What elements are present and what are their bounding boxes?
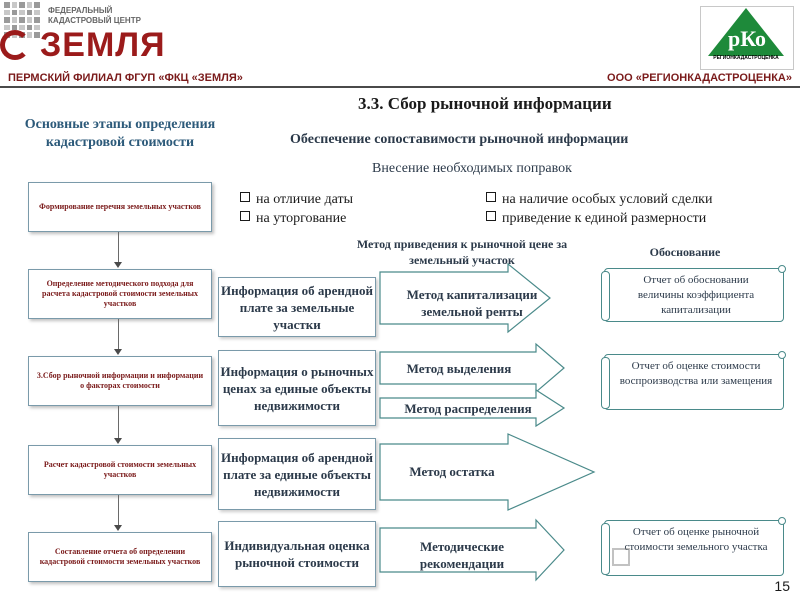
page-number: 15 (774, 578, 790, 594)
report-scroll: Отчет об обосновании величины коэффициен… (601, 265, 786, 322)
adjustments-heading: Внесение необходимых поправок (372, 161, 572, 176)
down-arrow-icon (114, 349, 122, 355)
down-arrow-icon (114, 438, 122, 444)
rko-logo-text: рКо (727, 26, 767, 51)
stages-heading: Основные этапы определения кадастровой с… (24, 117, 216, 150)
step-box: Формирование перечня земельных участков (28, 182, 212, 232)
bullet-item: приведение к единой размерности (486, 211, 706, 227)
method-arrow-shape (379, 518, 565, 582)
fkc-logo-ring-icon (0, 30, 30, 60)
method-arrow-shape (379, 342, 565, 394)
right-organization: ООО «РЕГИОНКАДАСТРОЦЕНКА» (607, 72, 792, 84)
method-arrow-shape (379, 433, 596, 511)
info-box: Информация о рыночных ценах за единые об… (218, 350, 376, 426)
method-label: Метод выделения (406, 361, 512, 376)
rko-logo-caption: РЕГИОНКАДАСТРОЦЕНКА (713, 55, 779, 61)
step-box: Составление отчета об определении кадаст… (28, 532, 212, 582)
rko-triangle-icon (708, 8, 784, 56)
step-connector (118, 495, 119, 527)
down-arrow-icon (114, 525, 122, 531)
bullet-item: на уторгование (240, 211, 346, 227)
report-scroll: Отчет об оценке рыночной стоимости земел… (601, 517, 786, 576)
method-label: Методические рекомендации (419, 539, 505, 571)
checkbox-bullet-icon (240, 211, 250, 221)
step-connector (118, 232, 119, 264)
header-divider (0, 86, 800, 88)
step-connector (118, 319, 119, 351)
info-box: Информация об арендной плате за земельны… (218, 277, 376, 337)
step-box-current: 3.Сбор рыночной информации и информации … (28, 356, 212, 406)
info-box: Информация об арендной плате за единые о… (218, 438, 376, 510)
bullet-item: на отличие даты (240, 192, 353, 208)
method-label: Метод остатка (409, 464, 495, 479)
method-column-header: Метод приведения к рыночной цене за земе… (356, 237, 568, 267)
bullet-item: на наличие особых условий сделки (486, 192, 712, 208)
justification-column-header: Обоснование (649, 245, 721, 259)
fkc-logo-wordmark: ЗЕМЛЯ (40, 26, 166, 64)
fkc-logo-grid-icon (4, 2, 40, 38)
step-box: Расчет кадастровой стоимости земельных у… (28, 445, 212, 495)
report-scroll: Отчет об оценке стоимости воспроизводств… (601, 351, 786, 410)
step-connector (118, 406, 119, 440)
watermark-icon (612, 548, 630, 566)
method-label: Метод капитализации земельной ренты (406, 287, 538, 319)
method-arrow-shape (379, 388, 566, 428)
slide-title: 3.3. Сбор рыночной информации (358, 94, 612, 113)
comparability-heading: Обеспечение сопоставимости рыночной инфо… (290, 132, 629, 147)
down-arrow-icon (114, 262, 122, 268)
left-organization: ПЕРМСКИЙ ФИЛИАЛ ФГУП «ФКЦ «ЗЕМЛЯ» (8, 72, 243, 84)
method-arrows (379, 262, 596, 582)
checkbox-bullet-icon (240, 192, 250, 202)
checkbox-bullet-icon (486, 192, 496, 202)
info-box: Индивидуальная оценка рыночной стоимости (218, 521, 376, 587)
checkbox-bullet-icon (486, 211, 496, 221)
fkc-logo-caption: ФЕДЕРАЛЬНЫЙ КАДАСТРОВЫЙ ЦЕНТР (48, 6, 141, 25)
method-arrow-shape (379, 262, 551, 334)
method-label: Метод распределения (404, 401, 532, 416)
step-box: Определение методического подхода для ра… (28, 269, 212, 319)
